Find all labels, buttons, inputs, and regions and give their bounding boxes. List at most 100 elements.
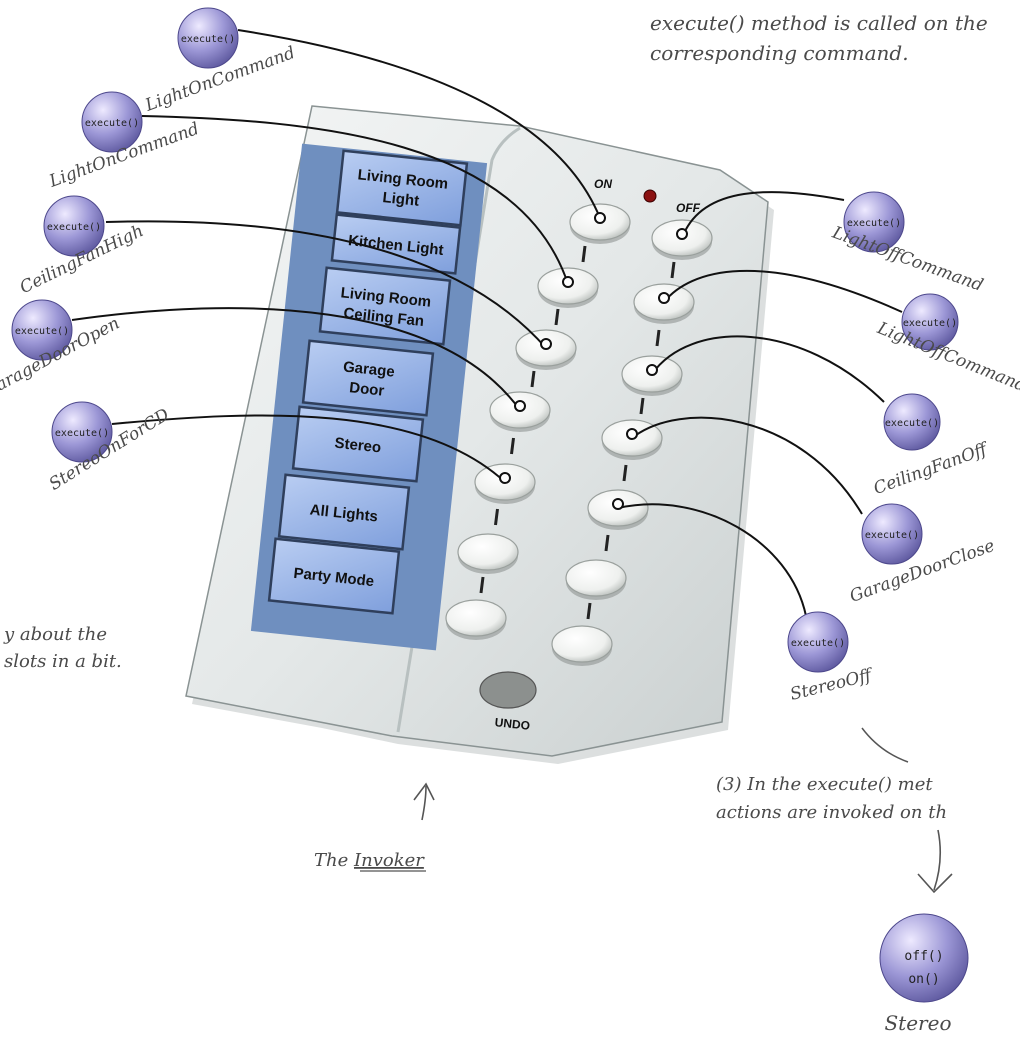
- slot-label-background: [335, 149, 469, 227]
- on-button-7[interactable]: [445, 599, 507, 637]
- button-slot-4: GarageDoor: [301, 339, 435, 417]
- command-name: StereoOff: [788, 665, 876, 705]
- command-ball: [861, 503, 923, 565]
- wire-on-5: [111, 414, 506, 483]
- wire-endpoint: [594, 212, 606, 224]
- bottom-annotation: (3) In the execute() met actions are inv…: [716, 727, 953, 894]
- receiver-ball: [879, 913, 969, 1003]
- slot-label-line: Door: [349, 379, 386, 400]
- command-on-3: execute()CeilingFanHigh: [17, 195, 147, 298]
- command-name: LightOffCommand: [829, 222, 986, 295]
- button-slot-7: Party Mode: [267, 537, 401, 615]
- command-method: execute(): [55, 428, 109, 439]
- wires: [71, 29, 903, 617]
- invoker-annotation: The Invoker: [314, 782, 435, 872]
- on-column-divider: [554, 308, 560, 326]
- command-on-5: execute()StereoOnForCD: [46, 401, 173, 495]
- slot-label-background: [267, 537, 401, 615]
- command-ball: [11, 299, 73, 361]
- wire-on-1: [237, 29, 601, 219]
- top-annotation: execute() method is called on the corres…: [650, 11, 988, 65]
- command-off-3: execute() CeilingFanOff: [871, 393, 992, 499]
- arrow-to-receiver-head: [917, 873, 953, 894]
- off-column-divider: [670, 261, 676, 279]
- wire-on-2: [141, 115, 569, 285]
- slot-label-line: Garage: [342, 358, 395, 380]
- wire-endpoint: [562, 276, 574, 288]
- command-ball: [901, 293, 959, 351]
- invoker-arrow-head: [413, 782, 435, 801]
- top-note-line-2: corresponding command.: [650, 41, 909, 65]
- wire-off-1: [681, 191, 845, 239]
- command-method: execute(): [885, 418, 939, 429]
- wire-endpoint: [626, 428, 638, 440]
- wire-endpoint: [540, 338, 552, 350]
- wire-off-4: [631, 416, 863, 515]
- slot-label-background: [277, 473, 411, 551]
- command-ball: [843, 191, 905, 253]
- remote-seam: [396, 126, 521, 733]
- power-led: [643, 189, 657, 203]
- command-off-1: execute()LightOffCommand: [829, 191, 986, 296]
- slot-label-background: [291, 405, 425, 483]
- command-ball: [51, 401, 113, 463]
- command-on-2: execute()LightOnCommand: [46, 91, 202, 192]
- bottom-note-line-2: actions are invoked on th: [716, 802, 947, 823]
- receiver-method-on: on(): [908, 972, 939, 987]
- bottom-note-line-1: (3) In the execute() met: [716, 774, 933, 795]
- wire-off-2: [663, 269, 903, 313]
- invoker-label: The Invoker: [314, 850, 425, 871]
- command-method: execute(): [865, 530, 919, 541]
- on-column-divider: [581, 245, 587, 263]
- command-name: CeilingFanOff: [871, 439, 992, 499]
- command-method: execute(): [85, 118, 139, 129]
- command-ball: [43, 195, 105, 257]
- command-method: execute(): [15, 326, 69, 337]
- button-slot-5: Stereo: [291, 405, 425, 483]
- receiver-stereo: off() on() Stereo: [879, 913, 969, 1035]
- on-column-divider: [479, 576, 485, 594]
- left-note-line-2: slots in a bit.: [4, 651, 122, 672]
- wire-endpoint: [658, 292, 670, 304]
- command-ball: [81, 91, 143, 153]
- annotation-pointer-line: [861, 727, 909, 763]
- command-method: execute(): [47, 222, 101, 233]
- wire-on-3: [105, 220, 547, 349]
- wire-off-5: [617, 503, 807, 617]
- command-off-5: execute()StereoOff: [787, 611, 876, 705]
- slot-label-background: [318, 266, 452, 346]
- slot-label-line: Stereo: [334, 435, 382, 457]
- off-column-divider: [639, 397, 645, 415]
- off-label: OFF: [676, 201, 701, 215]
- off-button-6[interactable]: [565, 559, 627, 597]
- command-on-1: execute()LightOnCommand: [142, 7, 298, 116]
- wire-off-3: [651, 335, 885, 403]
- off-column-divider: [586, 602, 592, 620]
- slot-label-background: [301, 339, 435, 417]
- top-note-line-1: execute() method is called on the: [650, 11, 988, 35]
- command-method: execute(): [181, 34, 235, 45]
- left-annotation: y about the slots in a bit.: [3, 624, 122, 672]
- command-method: execute(): [903, 318, 957, 329]
- on-column-divider: [494, 508, 499, 526]
- arrow-to-receiver-shaft: [933, 829, 942, 891]
- invoker-label-word: Invoker: [353, 850, 425, 871]
- button-slot-6: All Lights: [277, 473, 411, 551]
- command-method: execute(): [847, 218, 901, 229]
- wire-endpoint: [499, 472, 511, 484]
- on-button-6[interactable]: [457, 533, 519, 571]
- undo-button[interactable]: [479, 671, 537, 709]
- invoker-label-prefix: The: [314, 850, 354, 871]
- command-ball: [787, 611, 849, 673]
- wire-endpoint: [514, 400, 526, 412]
- off-button-7[interactable]: [551, 625, 613, 663]
- undo-label: UNDO: [494, 715, 531, 733]
- command-ball: [177, 7, 239, 69]
- wire-on-4: [71, 307, 521, 411]
- wire-endpoint: [612, 498, 624, 510]
